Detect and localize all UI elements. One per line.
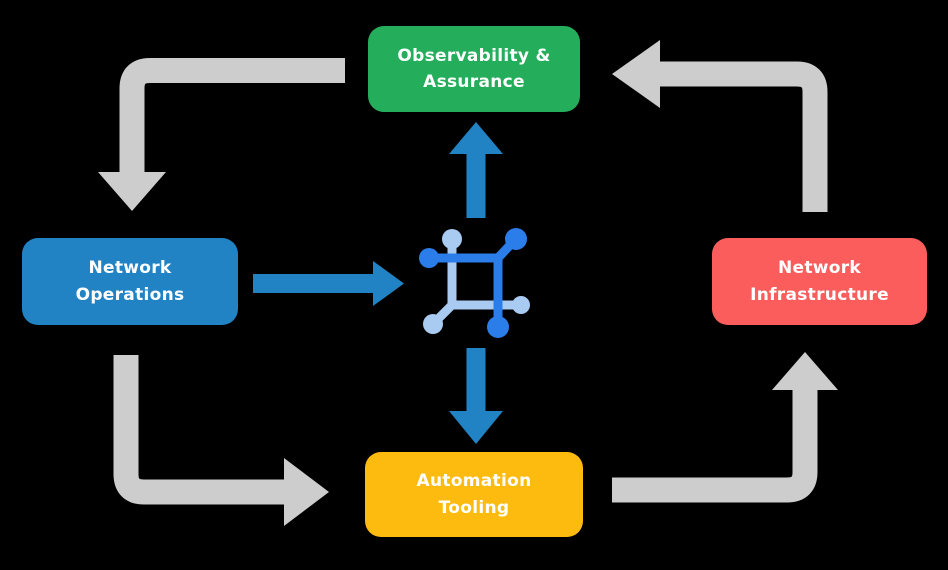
node-label-line: Network	[88, 258, 172, 279]
arrow-head-left-icon	[612, 40, 660, 108]
arrow-shaft	[119, 58, 345, 173]
node-network-infrastructure: Network Infrastructure	[712, 238, 927, 325]
arrow-head-right-icon	[284, 458, 329, 526]
icon-node-right	[512, 296, 530, 314]
arrow-automation-to-infrastructure	[612, 352, 838, 503]
node-label-line: Operations	[75, 284, 185, 305]
node-automation-tooling: Automation Tooling	[365, 452, 583, 537]
arrow-shaft	[113, 355, 284, 505]
node-label-line: Assurance	[423, 72, 525, 92]
arrow-shaft	[660, 61, 828, 212]
arrow-operations-to-automation	[113, 355, 329, 526]
node-label-line: Observability &	[397, 45, 551, 66]
node-observability-assurance: Observability & Assurance	[368, 26, 580, 112]
arrow-head-down-icon	[98, 172, 166, 211]
arrow-observability-to-operations	[98, 58, 345, 211]
icon-node-top	[442, 229, 462, 249]
arrow-head-down-icon	[449, 411, 503, 444]
icon-node-left	[419, 248, 439, 268]
node-label-line: Automation	[416, 471, 532, 492]
icon-node-top-right	[505, 228, 527, 250]
icon-node-bottom	[487, 316, 509, 338]
node-network-operations: Network Operations	[22, 238, 238, 325]
arrow-head-up-icon	[449, 122, 503, 154]
arrow-head-up-icon	[772, 352, 838, 390]
arrow-head-right-icon	[373, 261, 404, 306]
icon-node-bottom-left	[423, 314, 443, 334]
node-label-line: Infrastructure	[750, 284, 889, 305]
node-label-line: Tooling	[438, 497, 510, 518]
arrow-center-to-observability	[449, 122, 503, 218]
network-nodes-icon	[419, 228, 530, 338]
arrow-center-to-automation	[449, 348, 503, 444]
node-label-line: Network	[777, 258, 862, 279]
arrow-operations-to-center	[253, 261, 404, 306]
arrow-infrastructure-to-observability	[612, 40, 828, 212]
arrow-shaft	[612, 389, 818, 503]
